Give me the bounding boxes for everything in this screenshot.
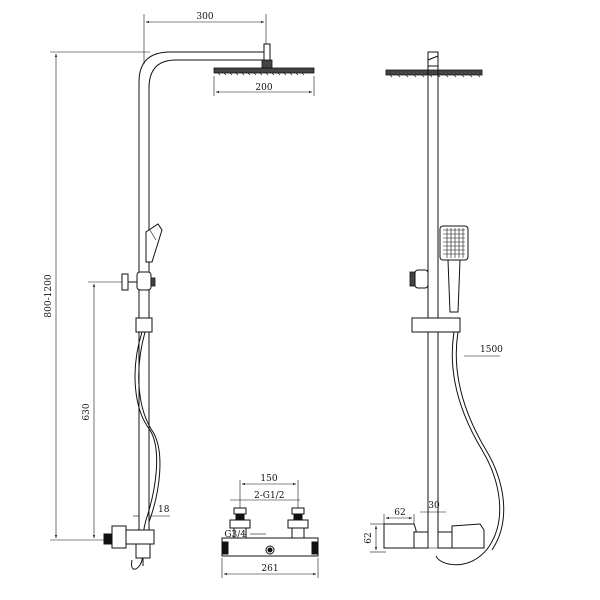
dimension-head-width-label: 200: [255, 83, 272, 93]
dimension-bracket-height-label: 630: [82, 403, 92, 420]
dimension-outlet-size: 18: [133, 505, 170, 517]
side-hand-shower: [439, 225, 469, 313]
dimension-total-height: 800-1200: [44, 51, 150, 541]
side-wall-bracket: [409, 269, 429, 289]
dimension-side-depth-label: 62: [394, 508, 405, 518]
dimension-arm-reach: 300: [143, 12, 267, 64]
riser-and-arm: [138, 43, 271, 540]
rain-shower-head: [213, 59, 315, 76]
valve-detail: 150 2-G1/2 G3/4: [221, 474, 319, 578]
outlet-thread-callout: G3/4: [224, 530, 266, 540]
inlet-right: [287, 507, 309, 539]
dimension-riser-diameter-label: 30: [428, 501, 440, 511]
dimension-valve-width-label: 261: [261, 564, 278, 574]
dimension-hose-length-label: 1500: [480, 345, 503, 355]
side-view: 1500 30 62 62: [364, 51, 505, 566]
side-shower-head: [385, 69, 483, 78]
outlet-thread-label: G3/4: [224, 530, 246, 540]
inlet-left: [229, 507, 251, 539]
inlet-thread-label: 2-G1/2: [254, 491, 284, 501]
dimension-hose-length: 1500: [464, 345, 503, 357]
dimension-side-height: 62: [364, 523, 386, 553]
slide-holder: [135, 317, 153, 333]
dimension-head-width: 200: [213, 76, 315, 96]
side-slide-holder: [411, 317, 461, 333]
thermostatic-valve-front: [103, 525, 155, 566]
hand-shower: [145, 223, 163, 263]
dimension-bracket-height: 630: [82, 281, 124, 539]
front-view: 300 800-1200 630: [44, 12, 315, 570]
thermostatic-valve-side: [383, 523, 485, 549]
side-hose: [435, 331, 501, 566]
inlet-thread-callout: 2-G1/2: [230, 491, 300, 501]
dimension-outlet-size-label: 18: [158, 505, 170, 515]
dimension-valve-width: 261: [221, 558, 319, 578]
wall-bracket: [121, 271, 156, 291]
hose: [131, 331, 158, 570]
dimension-arm-reach-label: 300: [196, 12, 213, 22]
dimension-inlet-spacing-label: 150: [260, 474, 277, 484]
dimension-total-height-label: 800-1200: [44, 274, 54, 317]
dimension-side-height-label: 62: [364, 532, 374, 543]
dimension-riser-diameter: 30: [420, 500, 446, 516]
